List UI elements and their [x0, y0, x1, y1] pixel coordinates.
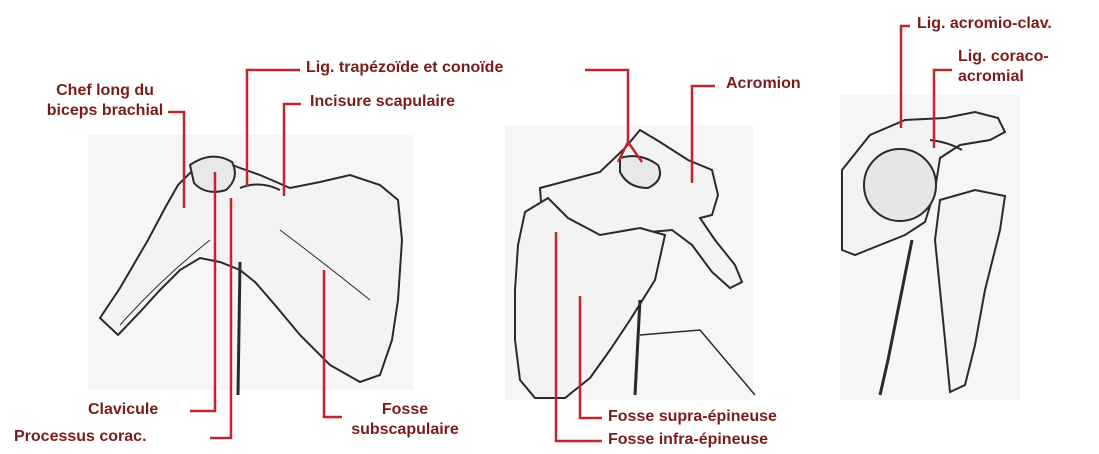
label-acromion: Acromion — [726, 74, 801, 94]
label-fosse-sub: Fosse subscapulaire — [340, 400, 470, 440]
shoulder-lateral-sketch — [840, 95, 1020, 400]
label-lig-coraco-line1: Lig. coraco- — [958, 47, 1049, 67]
label-incisure: Incisure scapulaire — [310, 92, 455, 112]
label-fosse-supra: Fosse supra-épineuse — [608, 407, 777, 427]
label-processus: Processus corac. — [14, 427, 147, 447]
label-lig-trapezoide: Lig. trapézoïde et conoïde — [306, 58, 503, 78]
label-fosse-sub-line1: Fosse — [340, 400, 470, 420]
label-chef-long-line1: Chef long du — [30, 81, 180, 101]
label-lig-coraco-line2: acromial — [958, 67, 1049, 87]
scapula-posterior-sketch — [505, 125, 755, 400]
label-lig-acromio: Lig. acromio-clav. — [917, 14, 1052, 34]
scapula-anterior-sketch — [88, 135, 413, 395]
label-lig-coraco: Lig. coraco- acromial — [958, 47, 1049, 87]
label-clavicule: Clavicule — [88, 400, 158, 420]
label-fosse-infra: Fosse infra-épineuse — [608, 430, 768, 450]
label-fosse-sub-line2: subscapulaire — [340, 420, 470, 440]
label-chef-long: Chef long du biceps brachial — [30, 81, 180, 121]
label-chef-long-line2: biceps brachial — [30, 101, 180, 121]
